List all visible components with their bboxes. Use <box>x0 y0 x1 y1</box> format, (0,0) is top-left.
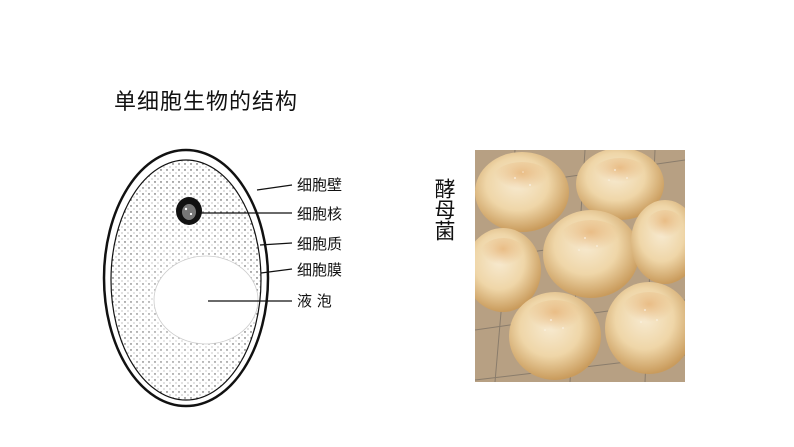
vacuole <box>153 255 259 345</box>
yeast-cell-diagram <box>102 148 293 408</box>
label-cytoplasm: 细胞质 <box>297 235 343 253</box>
bread-rolls-photo <box>475 150 685 382</box>
leader-cytoplasm <box>259 242 293 246</box>
leader-cell-membrane <box>260 268 293 274</box>
label-cell-wall: 细胞壁 <box>297 176 343 194</box>
slide-title: 单细胞生物的结构 <box>114 90 299 115</box>
leader-cell-wall <box>256 184 293 191</box>
label-vacuole: 液 泡 <box>297 292 332 310</box>
label-cell-membrane: 细胞膜 <box>297 261 343 279</box>
label-nucleus: 细胞核 <box>297 205 343 223</box>
yeast-label: 酵母菌 <box>432 178 456 241</box>
